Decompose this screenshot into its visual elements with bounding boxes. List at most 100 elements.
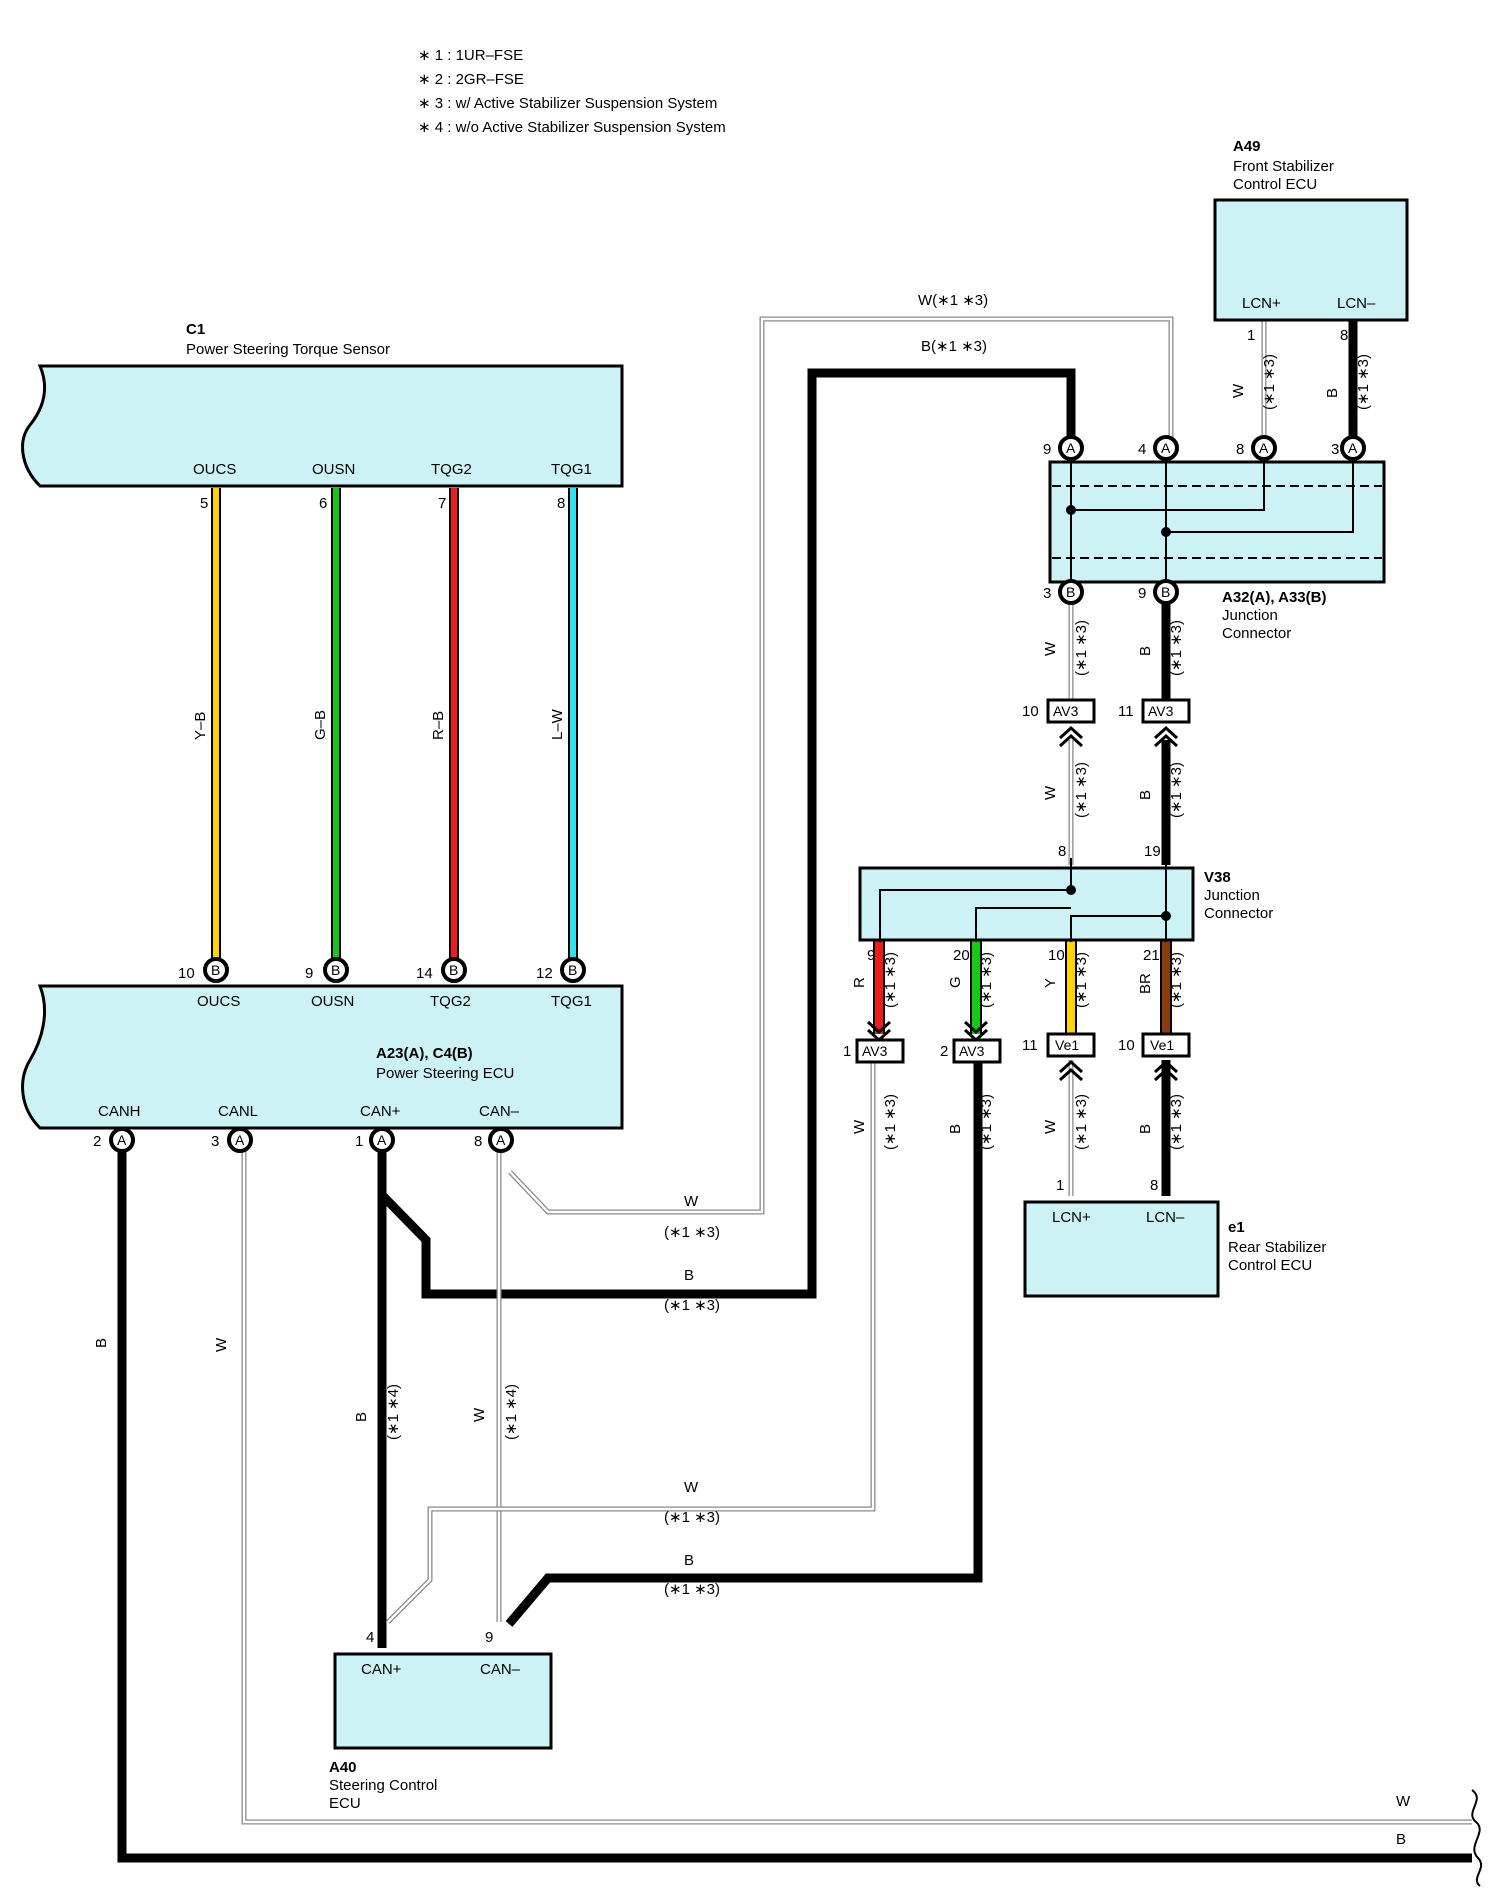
svg-text:G–B: G–B <box>312 710 329 740</box>
wire-y <box>1067 940 1075 1034</box>
a23-term-tqg1: TQG1 <box>551 993 592 1010</box>
pin-markers: B B B B A A A A A A A A B B <box>109 435 1366 1153</box>
svg-text:Ve1: Ve1 <box>1150 1037 1174 1053</box>
a23-name: Power Steering ECU <box>376 1065 514 1082</box>
svg-text:W: W <box>1042 785 1059 800</box>
note-1: ∗ 1 : 1UR–FSE <box>418 47 523 64</box>
wire-br <box>1162 940 1170 1034</box>
v38-pin-19: 19 <box>1144 843 1161 860</box>
marker-a32-top-1: A <box>1058 435 1084 461</box>
a23-term-can-minus: CAN– <box>479 1103 520 1120</box>
svg-text:B: B <box>947 1124 964 1134</box>
svg-text:W: W <box>1042 641 1059 656</box>
svg-text:B: B <box>1137 1124 1154 1134</box>
svg-text:W: W <box>684 1193 699 1210</box>
c1-pin-6: 6 <box>319 495 327 512</box>
marker-a23-bot-2: A <box>227 1127 253 1153</box>
svg-text:(∗1 ∗3): (∗1 ∗3) <box>664 1297 720 1314</box>
svg-text:B: B <box>684 1552 694 1569</box>
wire-g <box>972 940 980 1034</box>
svg-text:W: W <box>1042 1119 1059 1134</box>
svg-text:W: W <box>213 1337 230 1352</box>
c1-term-tqg1: TQG1 <box>551 461 592 478</box>
v38-pin-9: 9 <box>867 947 875 964</box>
note-3: ∗ 3 : w/ Active Stabilizer Suspension Sy… <box>418 95 717 112</box>
svg-text:B: B <box>211 962 220 978</box>
e1-pin-8: 8 <box>1150 1177 1158 1194</box>
v38-code: V38 <box>1204 869 1231 886</box>
svg-text:(∗1 ∗3): (∗1 ∗3) <box>1073 952 1090 1008</box>
v38-out-wires <box>873 940 1172 1034</box>
svg-text:A: A <box>1161 440 1171 456</box>
a32-pin-b9: 9 <box>1138 585 1146 602</box>
a32-pin-b3: 3 <box>1043 585 1051 602</box>
a32-component: A32(A), A33(B) Junction Connector 9 4 8 … <box>1043 441 1386 642</box>
a49-pin-1: 1 <box>1247 327 1255 344</box>
svg-text:A: A <box>235 1132 245 1148</box>
a40-term-can-minus: CAN– <box>480 1661 521 1678</box>
svg-text:B: B <box>1396 1831 1406 1848</box>
svg-text:Y–B: Y–B <box>192 712 209 740</box>
note-4: ∗ 4 : w/o Active Stabilizer Suspension S… <box>418 119 726 136</box>
a23-pin-14: 14 <box>416 965 433 982</box>
svg-text:(∗1 ∗4): (∗1 ∗4) <box>503 1384 520 1440</box>
svg-text:B: B <box>93 1338 110 1348</box>
a23-term-can-plus: CAN+ <box>360 1103 401 1120</box>
a23-pin-9: 9 <box>305 965 313 982</box>
a23-pin-10: 10 <box>178 965 195 982</box>
svg-text:11: 11 <box>1022 1037 1038 1054</box>
w-wires <box>241 316 1472 1825</box>
wire-canh-b <box>117 1140 1472 1863</box>
svg-text:(∗1 ∗3): (∗1 ∗3) <box>1168 952 1185 1008</box>
svg-text:A: A <box>1348 440 1358 456</box>
a32-name-1: Junction <box>1222 607 1278 624</box>
wire-r <box>875 940 883 1034</box>
svg-text:(∗1 ∗3): (∗1 ∗3) <box>1168 762 1185 818</box>
svg-text:(∗1 ∗3): (∗1 ∗3) <box>1073 620 1090 676</box>
a49-term-lcn-minus: LCN– <box>1337 295 1376 312</box>
v38-pin-8: 8 <box>1058 843 1066 860</box>
svg-text:(∗1 ∗3): (∗1 ∗3) <box>1261 354 1278 410</box>
a23-pin-2: 2 <box>93 1133 101 1150</box>
a32-name-2: Connector <box>1222 625 1291 642</box>
a49-box <box>1213 198 1409 322</box>
svg-text:R–B: R–B <box>430 711 447 740</box>
marker-a23-top-1: B <box>203 957 229 983</box>
wire-labels: Y–B G–B R–B L–W W(∗1 ∗3) B(∗1 ∗3) W (∗1 … <box>93 292 1411 1848</box>
a49-pin-8: 8 <box>1340 327 1348 344</box>
svg-text:(∗1 ∗3): (∗1 ∗3) <box>1073 762 1090 818</box>
a23-pin-1: 1 <box>355 1133 363 1150</box>
v38-pin-10: 10 <box>1048 947 1065 964</box>
svg-text:2: 2 <box>940 1043 948 1060</box>
c1-name: Power Steering Torque Sensor <box>186 341 390 358</box>
c1-pin-5: 5 <box>200 495 208 512</box>
av3-upper-left <box>1046 698 1096 724</box>
svg-text:(∗1 ∗4): (∗1 ∗4) <box>385 1384 402 1440</box>
svg-text:R: R <box>851 977 868 988</box>
a23-term-ousn: OUSN <box>311 993 354 1010</box>
break-mark <box>1471 1789 1483 1887</box>
svg-text:1: 1 <box>843 1043 851 1060</box>
svg-text:B: B <box>1161 584 1170 600</box>
ve1-right <box>1141 1032 1191 1058</box>
wire-canl-w <box>242 1140 1472 1824</box>
c1-pin-8: 8 <box>557 495 565 512</box>
e1-component: LCN+ LCN– 1 8 e1 Rear Stabilizer Control… <box>1023 1177 1326 1298</box>
svg-text:(∗1 ∗3): (∗1 ∗3) <box>664 1224 720 1241</box>
c1-pin-7: 7 <box>438 495 446 512</box>
svg-text:B: B <box>353 1412 370 1422</box>
e1-name-1: Rear Stabilizer <box>1228 1239 1326 1256</box>
a49-name-1: Front Stabilizer <box>1233 158 1334 175</box>
svg-text:B: B <box>331 962 340 978</box>
a23-box <box>21 984 624 1130</box>
svg-text:A: A <box>117 1132 127 1148</box>
marker-a32-bot-2: B <box>1153 579 1179 605</box>
svg-text:Y: Y <box>1042 978 1059 988</box>
svg-text:A: A <box>496 1132 506 1148</box>
a23-term-oucs: OUCS <box>197 993 240 1010</box>
c1-box <box>21 364 624 488</box>
a23-pin-3: 3 <box>211 1133 219 1150</box>
a32-pin-3: 3 <box>1331 441 1339 458</box>
wire-r-b-fill <box>451 488 457 958</box>
av3-upper-right <box>1141 698 1191 724</box>
